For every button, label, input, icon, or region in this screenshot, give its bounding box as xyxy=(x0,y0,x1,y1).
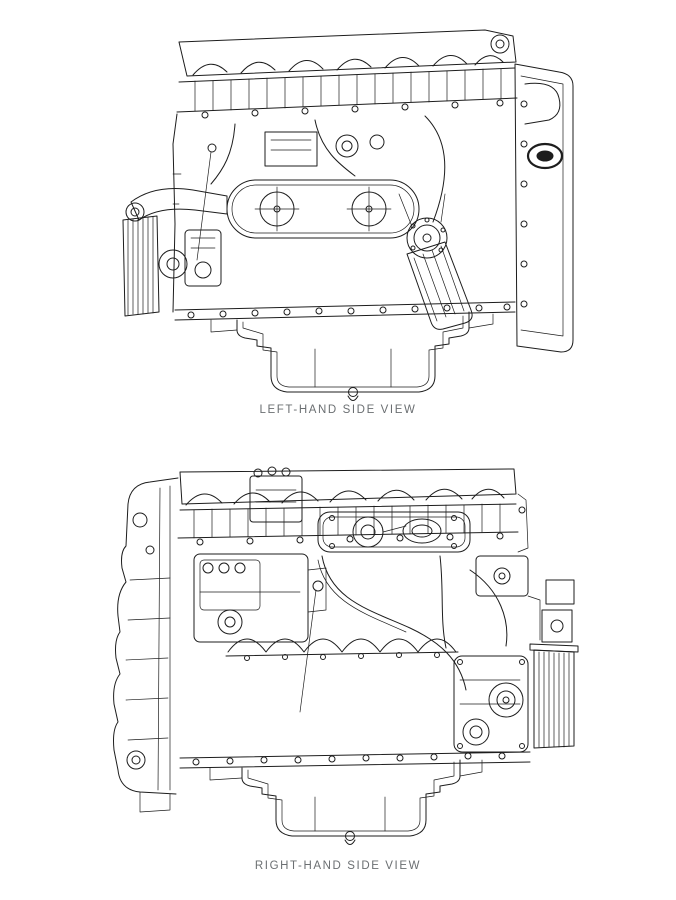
right-mid-fittings xyxy=(475,555,575,643)
front-pulley-and-bracket xyxy=(122,113,228,317)
valve-cover xyxy=(177,468,529,553)
figure-caption-right-hand-side-view: RIGHT-HAND SIDE VIEW xyxy=(254,860,422,872)
block-fittings-and-hoses xyxy=(196,115,446,261)
intake-manifold xyxy=(317,511,471,553)
left-housing xyxy=(113,477,179,813)
crank-pulley-ribs xyxy=(529,643,579,749)
oil-pan xyxy=(236,311,470,401)
fuel-pump-block xyxy=(193,553,327,643)
figure-right-hand-side-view xyxy=(110,460,585,860)
valve-cover xyxy=(176,29,518,119)
figure-caption-left-hand-side-view: LEFT-HAND SIDE VIEW xyxy=(259,404,417,416)
oil-pan xyxy=(241,759,461,845)
exhaust-runners xyxy=(225,638,459,661)
air-compressor-pump xyxy=(453,655,529,753)
pipes-and-hoses xyxy=(299,555,508,713)
engine-right-side-view-drawing xyxy=(113,466,579,845)
block-bottom-flange xyxy=(179,751,531,781)
side-cover-plate xyxy=(226,179,420,239)
figure-left-hand-side-view xyxy=(115,24,585,402)
rocker-cover-fitting xyxy=(249,466,303,523)
block-bottom-flange xyxy=(174,301,516,333)
engine-left-side-view-drawing xyxy=(122,29,574,401)
flywheel-housing xyxy=(514,63,574,353)
oil-filter xyxy=(398,193,473,330)
